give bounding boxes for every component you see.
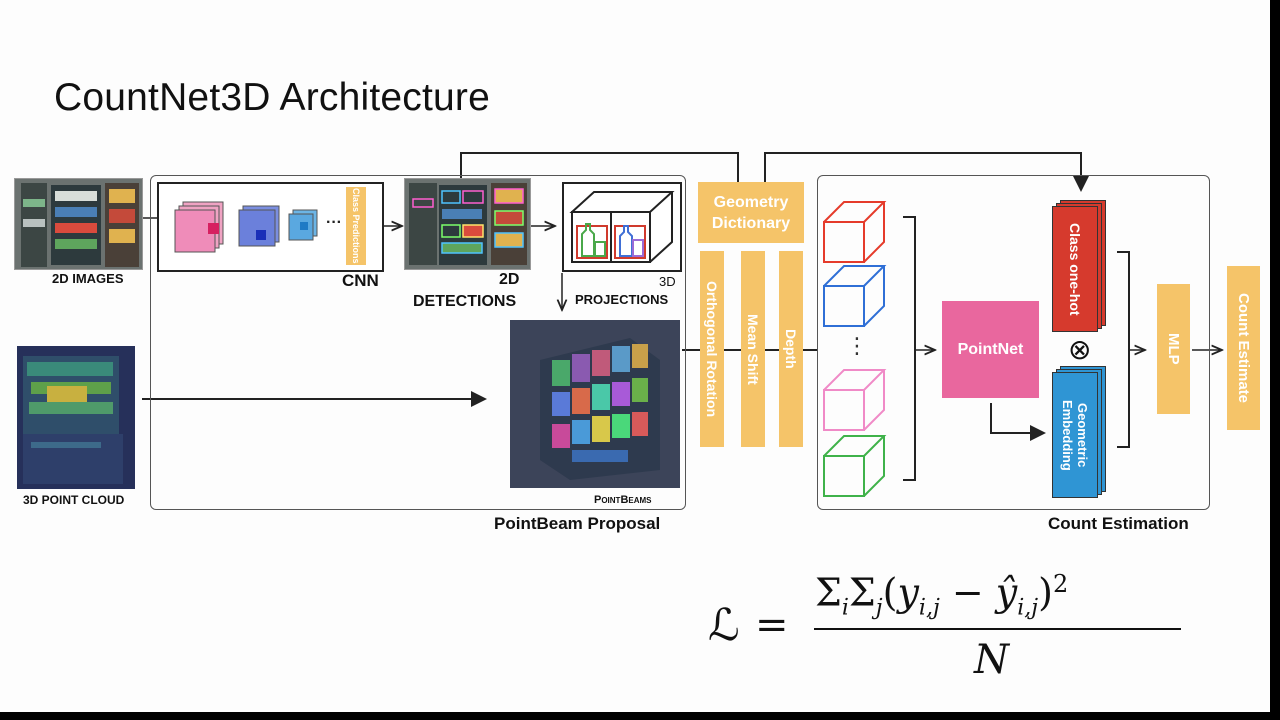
detections-thumbnail (404, 178, 531, 270)
count-estimation-panel (817, 175, 1210, 510)
slide-title: CountNet3D Architecture (54, 76, 490, 119)
beam-cube (823, 369, 887, 431)
mlp-box: MLP (1157, 284, 1190, 414)
pointcloud-thumbnail (17, 346, 135, 489)
otimes-symbol: ⊗ (1068, 333, 1092, 366)
loss-lhs: ℒ (708, 600, 740, 651)
cnn-box: ··· Class Predictions (157, 182, 384, 272)
pointbeams-label: PointBeams (594, 494, 652, 506)
orthogonal-rotation-box: Orthogonal Rotation (700, 251, 724, 447)
images-thumbnail (14, 178, 143, 270)
count-estimation-label: Count Estimation (1048, 514, 1189, 533)
loss-equals: = (755, 602, 789, 648)
pointbeam-proposal-panel (150, 175, 686, 510)
pointnet-box: PointNet (942, 301, 1039, 398)
geometry-dictionary-box: Geometry Dictionary (698, 182, 804, 243)
cnn-ellipsis: ··· (326, 214, 342, 231)
mean-shift-box: Mean Shift (741, 251, 765, 447)
projections-label: PROJECTIONS (575, 292, 669, 307)
projections-box (562, 182, 682, 272)
beam-cube (823, 265, 887, 327)
loss-denominator: N (974, 637, 1009, 683)
projections-label-3d: 3D (659, 274, 676, 289)
geometric-embedding-stack: Geometric Embedding (1052, 366, 1108, 498)
images-label: 2D IMAGES (52, 271, 124, 286)
depth-box: Depth (779, 251, 803, 447)
beam-cubes (823, 201, 887, 497)
cnn-label: CNN (342, 271, 379, 290)
beam-cube (823, 201, 887, 263)
class-onehot-box: Class one-hot (1052, 206, 1098, 332)
loss-fraction-bar (814, 628, 1181, 630)
detections-label-2d: 2D (499, 271, 520, 288)
pointbeams-image (510, 320, 680, 488)
pointcloud-label: 3D POINT CLOUD (23, 493, 125, 507)
cubes-vdots: ⋮ (846, 333, 868, 358)
geometric-embedding-box: Geometric Embedding (1052, 372, 1098, 498)
class-predictions-box: Class Predictions (346, 187, 366, 265)
detections-label: DETECTIONS (413, 293, 517, 310)
loss-numerator: ΣiΣj(yi,j − ŷi,j)2 (815, 570, 1069, 621)
count-estimate-box: Count Estimate (1227, 266, 1260, 430)
class-onehot-stack: Class one-hot (1052, 200, 1108, 332)
pointbeam-proposal-label: PointBeam Proposal (494, 514, 661, 533)
beam-cube (823, 435, 887, 497)
